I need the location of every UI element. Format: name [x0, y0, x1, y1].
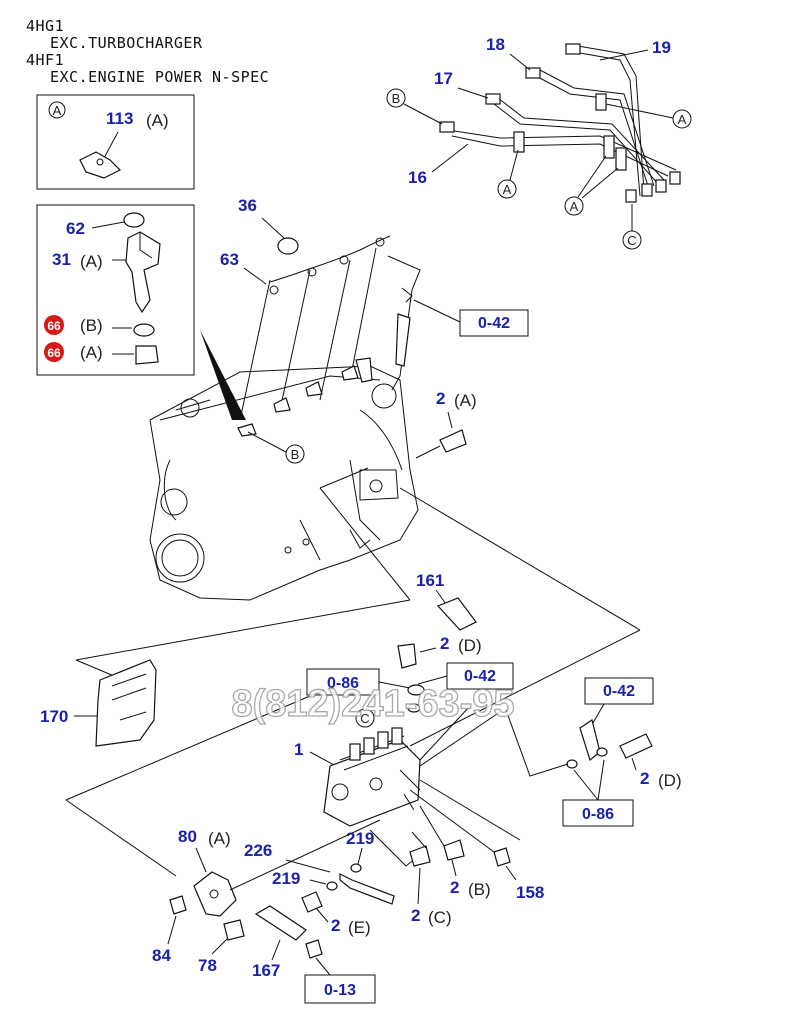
- callout-2-d-upper[interactable]: 2: [440, 634, 449, 653]
- callout-167[interactable]: 167: [252, 961, 280, 980]
- callout-2-b-suffix: (B): [468, 880, 491, 899]
- callout-2-c-suffix: (C): [428, 908, 452, 927]
- callout-170[interactable]: 170: [40, 707, 68, 726]
- stud-161: [436, 597, 477, 631]
- badge-66-a-text: 66: [47, 346, 61, 360]
- injector-nut: [123, 212, 145, 228]
- ref-box-0-86-center-label: 0-86: [327, 675, 359, 692]
- bolt-36: [277, 237, 299, 255]
- nut-158: [493, 847, 511, 867]
- callout-2-a[interactable]: 2: [436, 389, 445, 408]
- marker-c-pump: [355, 708, 375, 728]
- callout-19[interactable]: 19: [652, 38, 671, 57]
- inset-box-injector: [36, 204, 195, 376]
- callout-113[interactable]: 113: [106, 109, 133, 128]
- svg-text:C: C: [627, 233, 636, 248]
- ref-box-0-42-center-label: 0-42: [464, 668, 496, 685]
- seal-66-a: [135, 345, 159, 365]
- bolt-2-c: [409, 845, 431, 867]
- svg-text:A: A: [503, 182, 512, 197]
- badge-66-a: [44, 342, 64, 362]
- marker-a-pipes-right: [672, 109, 692, 129]
- callout-36[interactable]: 36: [238, 196, 257, 215]
- marker-a-pipes-mid: [564, 196, 584, 216]
- callout-2-e[interactable]: 2: [331, 916, 340, 935]
- bolt-2-b: [443, 839, 465, 861]
- ref-box-0-42-top[interactable]: [459, 309, 529, 337]
- inset-box-a: [36, 94, 195, 190]
- inset-marker-a: [48, 101, 66, 119]
- marker-b-engine: [285, 444, 305, 464]
- svg-text:A: A: [570, 199, 579, 214]
- callout-2-d-upper-suffix: (D): [458, 636, 482, 655]
- svg-text:B: B: [291, 447, 300, 462]
- svg-text:B: B: [392, 91, 401, 106]
- callout-226[interactable]: 226: [244, 841, 272, 860]
- callout-161[interactable]: 161: [416, 571, 444, 590]
- marker-b-pipes: [386, 88, 406, 108]
- callout-78[interactable]: 78: [198, 956, 217, 975]
- variant-line-4: EXC.ENGINE POWER N-SPEC: [50, 68, 270, 86]
- callout-16[interactable]: 16: [408, 168, 427, 187]
- variant-line-2: EXC.TURBOCHARGER: [50, 34, 203, 52]
- callout-2-d-right-suffix: (D): [658, 771, 682, 790]
- callout-80[interactable]: 80: [178, 827, 197, 846]
- callout-62[interactable]: 62: [66, 219, 85, 238]
- svg-text:C: C: [360, 711, 369, 726]
- callout-158[interactable]: 158: [516, 883, 544, 902]
- ref-box-0-86-right-label: 0-86: [582, 806, 614, 823]
- injection-pump: [323, 705, 501, 827]
- callout-2-d-right[interactable]: 2: [640, 769, 649, 788]
- ref-box-0-42-right[interactable]: [584, 677, 654, 705]
- ref-box-0-42-top-label: 0-42: [478, 315, 510, 332]
- callout-31[interactable]: 31: [52, 250, 71, 269]
- callout-2-b[interactable]: 2: [450, 878, 459, 897]
- pipe-226: [339, 873, 395, 905]
- callout-63[interactable]: 63: [220, 250, 239, 269]
- callout-219-upper[interactable]: 219: [346, 829, 374, 848]
- injector-nozzle: [125, 231, 161, 314]
- engine-block: [149, 235, 421, 601]
- plate-170: [95, 659, 157, 747]
- callout-80-suffix: (A): [208, 829, 231, 848]
- bracket-80: [193, 871, 237, 917]
- callout-17[interactable]: 17: [434, 69, 453, 88]
- phone-watermark: 8(812)241-63-95: [231, 683, 514, 725]
- variant-line-1: 4HG1: [26, 17, 65, 35]
- engine-pointer-arrow: [200, 330, 246, 420]
- nut-0-13: [305, 939, 323, 959]
- svg-text:A: A: [678, 112, 687, 127]
- callout-18[interactable]: 18: [486, 35, 505, 54]
- ref-box-0-13[interactable]: [304, 974, 376, 1004]
- callout-66-a-suffix: (A): [80, 343, 103, 362]
- bolt-2-d-right: [619, 733, 653, 759]
- bolt-2-d-upper: [397, 643, 417, 669]
- washer-66-b: [133, 323, 155, 337]
- ref-box-0-42-right-label: 0-42: [603, 683, 635, 700]
- bolt-2-e: [301, 891, 323, 913]
- callout-2-c[interactable]: 2: [411, 906, 420, 925]
- bolt-2-a: [439, 429, 467, 453]
- engine-variant-note: 4HG1 EXC.TURBOCHARGER 4HF1 EXC.ENGINE PO…: [26, 18, 269, 86]
- nut-84: [169, 895, 187, 915]
- callout-1[interactable]: 1: [294, 740, 303, 759]
- inset-marker-a-label: A: [53, 103, 62, 118]
- rod-167: [254, 905, 307, 941]
- injection-pipes: [439, 43, 681, 203]
- callout-2-a-suffix: (A): [454, 391, 477, 410]
- callout-219-lower[interactable]: 219: [272, 869, 300, 888]
- callout-113-suffix: (A): [146, 111, 169, 130]
- callout-84[interactable]: 84: [152, 946, 171, 965]
- badge-66-b-text: 66: [47, 319, 61, 333]
- marker-a-pipes-left: [497, 179, 517, 199]
- callout-66-b-suffix: (B): [80, 316, 103, 335]
- badge-66-b: [44, 315, 64, 335]
- ref-box-0-13-label: 0-13: [324, 982, 356, 999]
- bolt-78: [223, 919, 245, 941]
- callout-2-e-suffix: (E): [348, 918, 371, 937]
- callout-31-suffix: (A): [80, 252, 103, 271]
- variant-line-3: 4HF1: [26, 51, 65, 69]
